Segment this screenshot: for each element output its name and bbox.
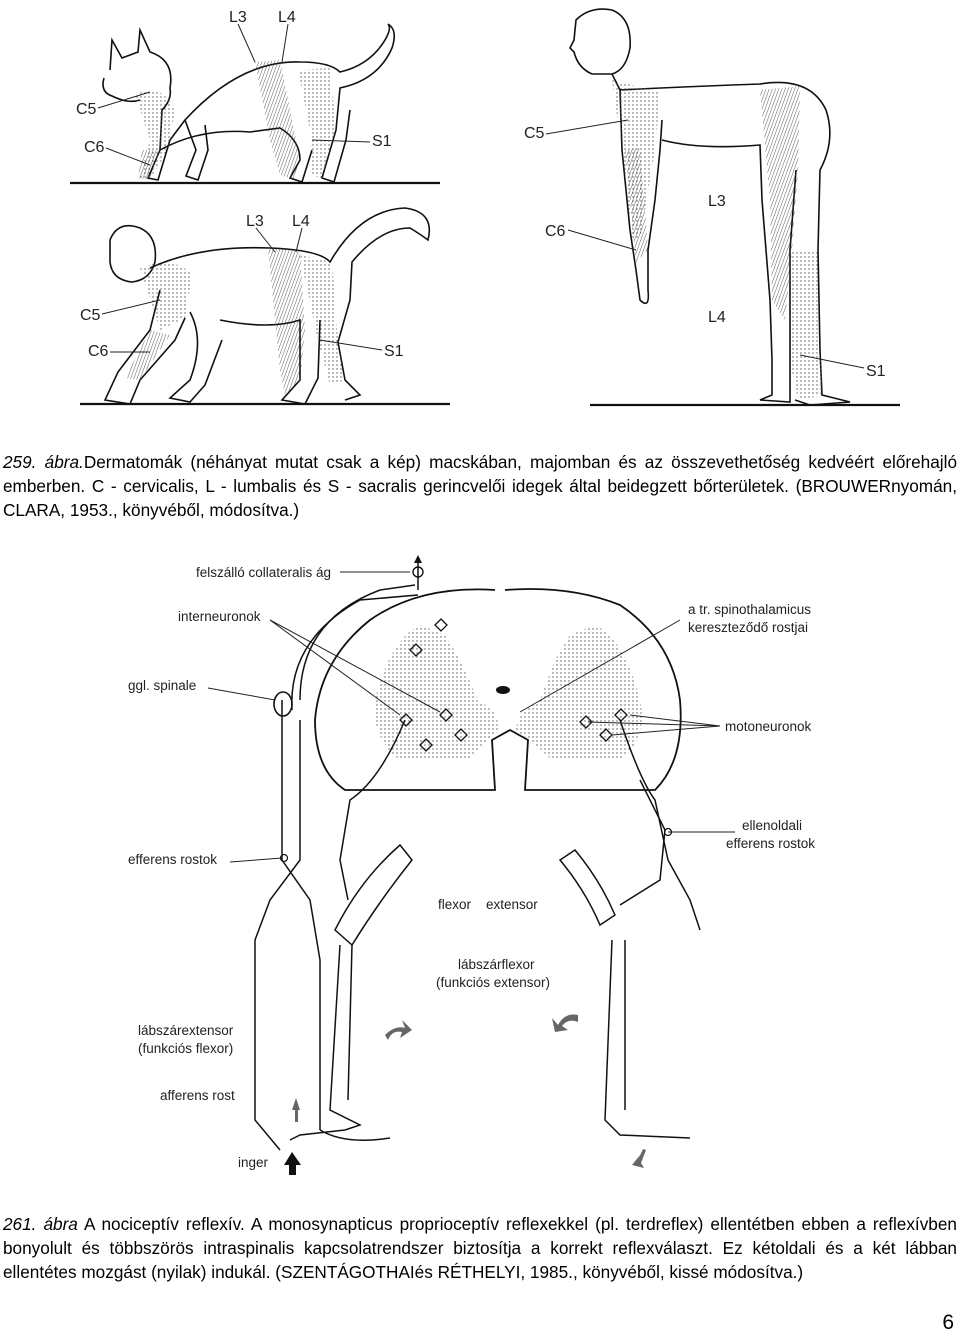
monkey-label-S1: S1	[384, 343, 404, 360]
cat-label-C6: C6	[84, 139, 105, 156]
figure-261-number: 261. ábra	[3, 1214, 78, 1234]
cat-label-S1: S1	[372, 133, 392, 150]
cat-label-C5: C5	[76, 101, 97, 118]
label-flexor: flexor	[438, 897, 472, 912]
label-motoneuronok: motoneuronok	[725, 719, 812, 734]
human-labels: C5 C6 L3 L4 S1	[524, 119, 886, 380]
label-ellenoldali-2: efferens rostok	[726, 836, 815, 851]
left-leg	[289, 843, 413, 1141]
figure-261-caption-text: A nociceptív reflexív. A monosynapticus …	[3, 1214, 957, 1282]
page-number: 6	[942, 1311, 954, 1334]
monkey-label-C5: C5	[80, 307, 101, 324]
label-inger: inger	[238, 1155, 269, 1170]
monkey-labels: L3 L4 C5 C6 S1	[80, 213, 404, 360]
cat-drawing	[70, 23, 440, 185]
label-labszarextensor-1: lábszárextensor	[138, 1023, 234, 1038]
label-labszarflexor-2: (funkciós extensor)	[436, 975, 550, 990]
label-ggl-spinale: ggl. spinale	[128, 678, 196, 693]
figure-259-number: 259. ábra.	[3, 452, 84, 472]
monkey-drawing	[80, 207, 450, 406]
figure-259-dermatomes: L3 L4 C5 C6 S1 L3 L4 C5 C6 S1	[0, 0, 960, 440]
figure-261-labels: felszálló collateralis ág interneuronok …	[128, 565, 815, 1170]
right-leg	[558, 849, 691, 1139]
label-ellenoldali-1: ellenoldali	[742, 818, 802, 833]
human-label-L4: L4	[708, 309, 726, 326]
human-label-S1: S1	[866, 363, 886, 380]
neurons	[399, 618, 628, 752]
figure-261-caption: 261. ábra A nociceptív reflexív. A monos…	[3, 1212, 957, 1284]
cat-label-L4: L4	[278, 9, 296, 26]
label-spinothalamicus-2: kereszteződő rostjai	[688, 620, 808, 635]
spinal-cord-section	[314, 588, 682, 791]
label-spinothalamicus-1: a tr. spinothalamicus	[688, 602, 811, 617]
label-interneuronok: interneuronok	[178, 609, 261, 624]
human-label-L3: L3	[708, 193, 726, 210]
monkey-label-L3: L3	[246, 213, 264, 230]
nerve-fibers	[254, 560, 701, 1151]
human-label-C5: C5	[524, 125, 545, 142]
label-afferens-rost: afferens rost	[160, 1088, 235, 1103]
label-labszarflexor-1: lábszárflexor	[458, 957, 535, 972]
cat-label-L3: L3	[229, 9, 247, 26]
label-labszarextensor-2: (funkciós flexor)	[138, 1041, 233, 1056]
label-extensor: extensor	[486, 897, 538, 912]
figure-259-caption-text: Dermatomák (néhányat mutat csak a kép) m…	[3, 452, 957, 520]
human-drawing	[569, 8, 900, 407]
label-efferens-rostok: efferens rostok	[128, 852, 217, 867]
monkey-label-C6: C6	[88, 343, 109, 360]
figure-261-reflex-arc: felszálló collateralis ág interneuronok …	[0, 545, 960, 1185]
cat-labels: L3 L4 C5 C6 S1	[76, 9, 392, 166]
figure-259-caption: 259. ábra.Dermatomák (néhányat mutat csa…	[3, 450, 957, 522]
label-felszallo-collateralis: felszálló collateralis ág	[196, 565, 331, 580]
human-label-C6: C6	[545, 223, 566, 240]
monkey-label-L4: L4	[292, 213, 310, 230]
